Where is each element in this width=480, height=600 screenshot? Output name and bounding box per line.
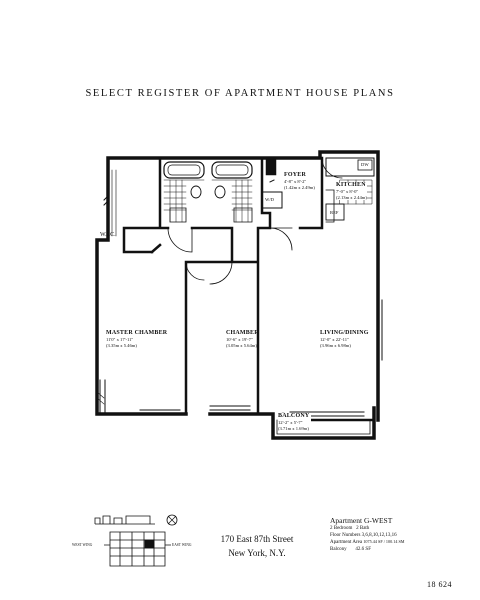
wd-label: W/D xyxy=(265,197,274,202)
apartment-info: Apartment G-WEST 2 Bedroom 2 Bath Floor … xyxy=(330,516,460,553)
building-address: 170 East 87th Street New York, N.Y. xyxy=(212,532,302,560)
balcony-dim: 12'-2" x 5'-7" xyxy=(278,420,303,425)
wic-text: W.I.C. xyxy=(100,232,116,238)
key-plan xyxy=(94,514,178,567)
balcony-area-label: Balcony xyxy=(330,547,347,552)
balcony-metric: (3.71m x 1.69m) xyxy=(278,425,309,431)
chamber-name: CHAMBER xyxy=(226,330,259,336)
kitchen-name: KITCHEN xyxy=(336,182,366,188)
foyer-dim: 4'-8" x 8'-2" xyxy=(284,179,307,184)
master-chamber-name: MASTER CHAMBER xyxy=(106,330,168,336)
living-dining-name: LIVING/DINING xyxy=(320,330,369,336)
foyer-name: FOYER xyxy=(284,172,306,178)
keyplan-east-label: EAST WING xyxy=(172,543,192,547)
wic-label: W.I.C. xyxy=(100,232,116,239)
master-chamber-label: MASTER CHAMBER 11'0" x 17'-11" (3.35m x … xyxy=(106,330,167,348)
chamber-label: CHAMBER 10'-6" x 19'-7" (3.05m x 5.64m) xyxy=(226,330,259,348)
area-label: Apartment Area xyxy=(330,540,363,545)
apartment-area: Apartment Area 1075.44 SF / 100.14 SM xyxy=(330,539,460,546)
kitchen-dim: 7'-0" x 8'-0" xyxy=(336,189,359,194)
bath-count: 2 Bath xyxy=(356,526,370,531)
floor-numbers: Floor Numbers 3,6,8,10,12,13,16 xyxy=(330,533,397,538)
living-dining-metric: (3.96m x 6.98m) xyxy=(320,342,351,348)
address-line2: New York, N.Y. xyxy=(228,548,286,558)
bedroom-count: 2 Bedroom xyxy=(330,526,353,531)
ref-label: REF xyxy=(330,210,339,215)
balcony-name: BALCONY xyxy=(278,413,310,419)
apartment-label: Apartment G-WEST xyxy=(330,516,393,525)
page-title: SELECT REGISTER OF APARTMENT HOUSE PLANS xyxy=(85,88,395,99)
chamber-metric: (3.05m x 5.64m) xyxy=(226,342,257,348)
balcony-area-value: 42.6 SF xyxy=(355,547,371,552)
balcony-label: BALCONY 12'-2" x 5'-7" (3.71m x 1.69m) xyxy=(278,413,312,431)
address-line1: 170 East 87th Street xyxy=(220,534,294,544)
apartment-rooms: 2 Bedroom 2 Bath xyxy=(330,525,460,532)
chamber-dim: 10'-6" x 19'-7" xyxy=(226,337,253,342)
living-dining-dim: 12'-0" x 22'-11" xyxy=(320,337,349,342)
kitchen-metric: (2.13m x 2.44m) xyxy=(336,194,367,200)
balcony-area: Balcony 42.6 SF xyxy=(330,546,460,553)
dw-label: DW xyxy=(361,162,369,167)
page-id: 18 624 xyxy=(427,580,452,589)
kitchen-label: KITCHEN 7'-0" x 8'-0" (2.13m x 2.44m) xyxy=(336,182,367,200)
area-values: 1075.44 SF / 100.14 SM xyxy=(363,539,405,544)
foyer-metric: (1.42m x 2.49m) xyxy=(284,184,315,190)
master-chamber-metric: (3.35m x 5.46m) xyxy=(106,342,137,348)
keyplan-west-label: WEST WING xyxy=(72,543,93,547)
foyer-label: FOYER 4'-8" x 8'-2" (1.42m x 2.49m) xyxy=(284,172,315,190)
master-chamber-dim: 11'0" x 17'-11" xyxy=(106,337,134,342)
living-dining-label: LIVING/DINING 12'-0" x 22'-11" (3.96m x … xyxy=(320,330,369,348)
